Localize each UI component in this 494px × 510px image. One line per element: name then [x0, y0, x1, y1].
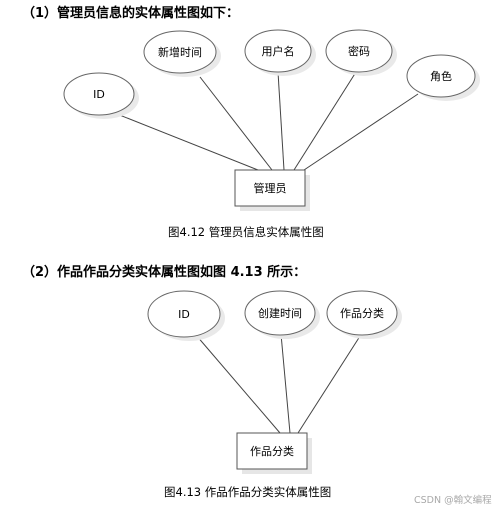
attribute-username: 用户名	[244, 29, 316, 76]
entity-work-category: 作品分类	[236, 432, 312, 474]
connector-id-2	[195, 334, 281, 434]
attribute-username-label: 用户名	[262, 44, 295, 58]
figure-4-12-caption: 图4.12 管理员信息实体属性图	[168, 225, 324, 239]
connector-create-time	[280, 333, 291, 434]
attribute-category: 作品分类	[326, 290, 402, 339]
attribute-password: 密码	[325, 29, 397, 76]
section1-heading: （1）管理员信息的实体属性图如下：	[22, 6, 240, 21]
connector-role	[303, 93, 419, 171]
attribute-role: 角色	[406, 54, 480, 101]
connector-password	[293, 71, 357, 171]
admin-entity-diagram: ID 新增时间 用户名 密码 角色 管理员	[63, 29, 480, 211]
attribute-create-time-label: 创建时间	[258, 306, 302, 320]
attribute-new-time: 新增时间	[143, 30, 221, 77]
attribute-id-label: ID	[93, 88, 105, 101]
section2-heading: （2）作品作品分类实体属性图如图 4.13 所示：	[22, 265, 307, 280]
entity-admin: 管理员	[234, 169, 310, 211]
attribute-new-time-label: 新增时间	[158, 45, 202, 59]
attribute-id-2-label: ID	[178, 308, 190, 321]
figure-4-13-caption: 图4.13 作品作品分类实体属性图	[164, 485, 332, 499]
connector-new-time	[199, 76, 273, 171]
attribute-password-label: 密码	[348, 44, 370, 58]
attribute-role-label: 角色	[430, 69, 452, 83]
connector-username	[277, 71, 285, 171]
work-category-entity-diagram: ID 创建时间 作品分类 作品分类	[147, 290, 402, 474]
csdn-watermark: CSDN @翰文编程	[414, 495, 492, 506]
connector-id	[111, 111, 259, 171]
attribute-create-time: 创建时间	[244, 290, 320, 339]
entity-admin-label: 管理员	[254, 181, 287, 195]
attribute-id: ID	[63, 72, 139, 119]
attribute-category-label: 作品分类	[340, 306, 384, 320]
connector-category	[297, 332, 363, 434]
attribute-id-2: ID	[147, 290, 225, 341]
entity-work-category-label: 作品分类	[250, 444, 294, 458]
